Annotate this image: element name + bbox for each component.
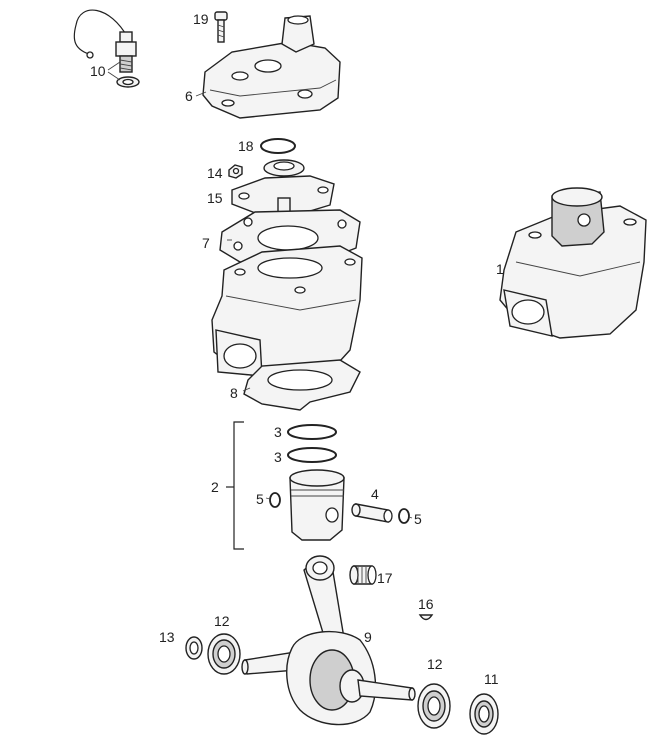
callout-15: 15	[207, 190, 223, 206]
part-1-cylinder-assembly	[499, 187, 647, 339]
callout-3-lower: 3	[274, 449, 282, 465]
callout-13: 13	[159, 629, 175, 645]
callout-17: 17	[377, 570, 393, 586]
part-15-cover	[231, 159, 335, 221]
callout-8: 8	[230, 385, 238, 401]
part-5-circlip-left	[269, 492, 281, 508]
part-10-sensor	[73, 9, 140, 88]
part-3-ring-lower	[287, 447, 337, 463]
part-5-circlip-right	[398, 508, 410, 524]
part-11-seal	[469, 693, 499, 735]
callout-5-left: 5	[256, 491, 264, 507]
callout-4: 4	[371, 486, 379, 502]
part-3-ring-upper	[287, 424, 337, 440]
callout-10: 10	[90, 63, 106, 79]
callout-3-upper: 3	[274, 424, 282, 440]
part-6-cylinder-head	[202, 15, 341, 119]
part-12-bearing-right	[417, 683, 451, 729]
callout-14: 14	[207, 165, 223, 181]
part-17-needle-bearing	[349, 565, 377, 585]
part-9-crankshaft	[241, 555, 416, 726]
part-4-piston-pin	[351, 503, 393, 523]
part-12-bearing-left	[207, 633, 241, 675]
callout-1: 1	[496, 261, 504, 277]
part-13-seal	[185, 636, 203, 660]
callout-19: 19	[193, 11, 209, 27]
callout-11: 11	[484, 671, 499, 687]
group-2-bracket	[226, 421, 244, 550]
callout-2: 2	[211, 479, 219, 495]
callout-6: 6	[185, 88, 193, 104]
callout-12-left: 12	[214, 613, 230, 629]
part-16-key	[418, 614, 434, 621]
callout-12-right: 12	[427, 656, 443, 672]
part-18-o-ring	[260, 138, 296, 154]
callout-labels: 19 10 6 18 14 15 7 1 8 3 3 2 4 5 5 17 16…	[90, 11, 504, 687]
callout-7: 7	[202, 235, 210, 251]
cylinder-body	[211, 245, 363, 379]
callout-18: 18	[238, 138, 254, 154]
part-19-bolt	[214, 11, 228, 43]
piston	[289, 469, 345, 541]
callout-5-right: 5	[414, 511, 422, 527]
callout-9: 9	[364, 629, 372, 645]
callout-16: 16	[418, 596, 434, 612]
part-8-base-gasket	[243, 359, 361, 411]
leader-lines	[107, 61, 413, 519]
part-14-nut	[228, 164, 243, 179]
